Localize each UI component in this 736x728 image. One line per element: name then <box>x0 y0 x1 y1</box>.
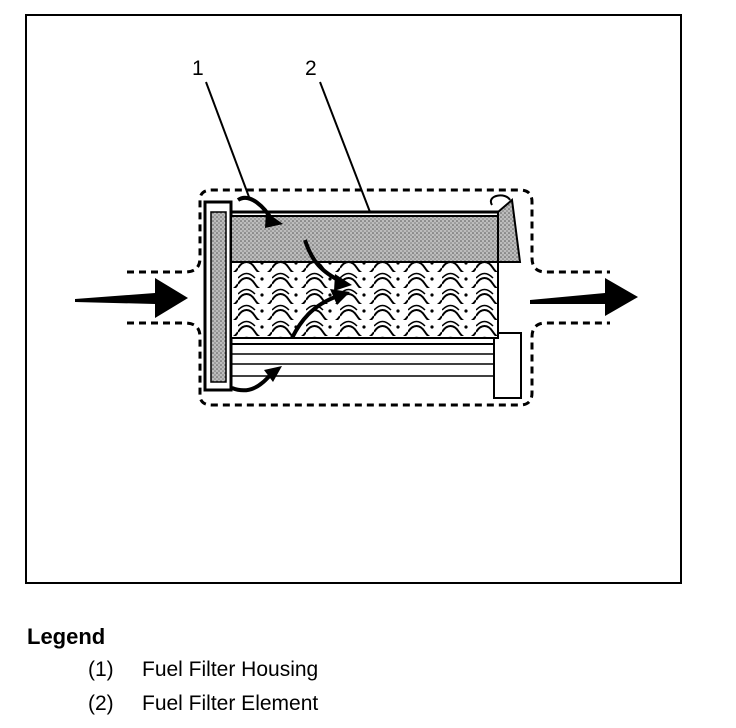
callout-1-leader <box>205 81 250 198</box>
callout-1: 1 <box>192 57 204 80</box>
legend-item-label: Fuel Filter Element <box>142 692 319 715</box>
internal-flow-arrowheads <box>264 212 352 382</box>
fuel-filter-element <box>230 215 499 377</box>
legend-item: (2) Fuel Filter Element <box>88 692 318 716</box>
figure-frame <box>25 14 682 584</box>
inlet-arrow <box>75 278 188 318</box>
callout-2-leader <box>319 81 371 213</box>
outlet-arrow <box>530 278 638 316</box>
flow-path-outline <box>127 188 610 407</box>
legend-title: Legend <box>27 624 106 649</box>
legend-item-number: (2) <box>88 692 114 715</box>
callout-2: 2 <box>305 57 317 80</box>
legend-item: (1) Fuel Filter Housing <box>88 658 318 682</box>
legend-item-number: (1) <box>88 658 114 681</box>
legend-item-label: Fuel Filter Housing <box>142 658 319 681</box>
fuel-filter-diagram: 1 2 <box>75 57 638 407</box>
